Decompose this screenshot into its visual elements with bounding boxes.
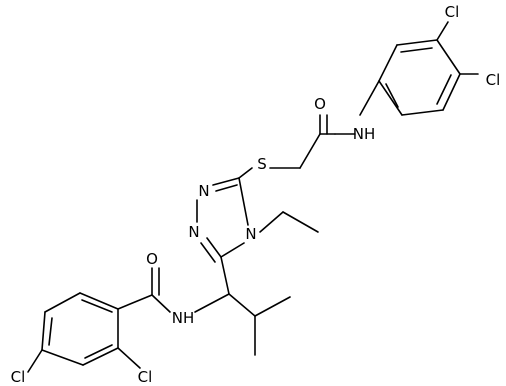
bond (359, 80, 380, 116)
oxygen-atom-label: O (314, 95, 326, 113)
bond (401, 109, 444, 116)
bond (299, 133, 321, 169)
atom-labels: Cl Cl O NH S N N N O NH Cl Cl (11, 3, 501, 386)
bond (41, 311, 46, 351)
bond (206, 237, 222, 258)
chlorine-atom-label: Cl (11, 368, 26, 386)
chlorine-atom-label: Cl (138, 368, 153, 386)
oxygen-atom-label: O (146, 250, 158, 268)
bond (48, 317, 53, 346)
bond (212, 177, 240, 186)
bond (228, 293, 256, 317)
bond (117, 294, 153, 310)
bond (238, 177, 249, 226)
triazole-nitrogen-label: N (188, 223, 199, 241)
sulfur-atom-label: S (257, 155, 267, 173)
bond (238, 167, 253, 179)
bond (436, 74, 452, 105)
amide-nh-label: NH (172, 309, 195, 327)
bond (436, 21, 449, 41)
bond (117, 347, 141, 369)
bond (27, 349, 43, 373)
bond (194, 293, 230, 313)
bond (220, 242, 245, 258)
bond (79, 292, 119, 310)
bond (282, 211, 319, 233)
bond (385, 83, 399, 108)
bond (200, 242, 216, 263)
bond (378, 80, 403, 116)
bond (84, 344, 113, 359)
amide-nh-label: NH (353, 125, 376, 143)
bond (400, 47, 433, 53)
bond (378, 44, 398, 82)
bond (254, 296, 291, 317)
bond (259, 211, 284, 233)
bond (41, 349, 84, 366)
bonds (27, 21, 479, 373)
chlorine-atom-label: Cl (486, 71, 501, 89)
bond (396, 39, 438, 46)
bond (44, 292, 81, 313)
bond (151, 294, 171, 313)
bond (215, 184, 238, 192)
bond (82, 347, 119, 366)
triazole-nitrogen-label: N (198, 182, 209, 200)
bond (81, 299, 113, 313)
bond (436, 39, 461, 75)
bond (220, 256, 230, 295)
bond (442, 73, 461, 111)
triazole-nitrogen-label: N (245, 225, 256, 243)
chlorine-atom-label: Cl (445, 3, 460, 21)
